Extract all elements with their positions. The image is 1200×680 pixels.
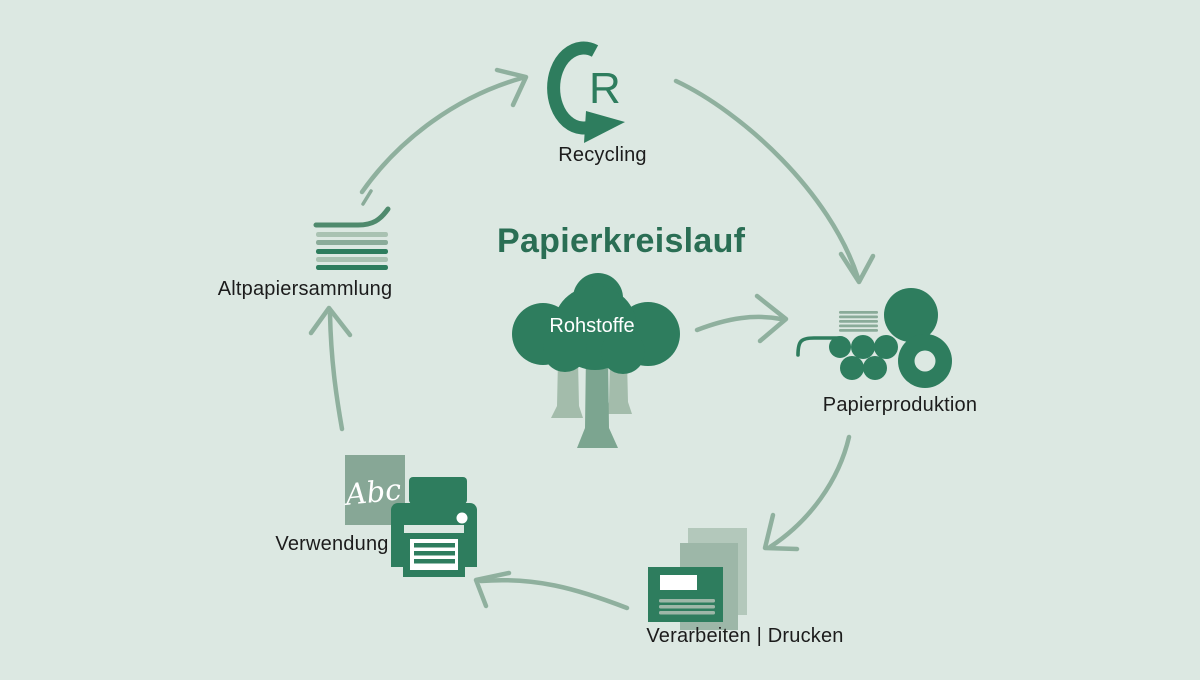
rohstoffe-tree-icon: Rohstoffe <box>512 273 680 448</box>
stage-label-altpapiersammlung: Altpapiersammlung <box>217 278 393 300</box>
recycling-arrowhead <box>584 111 625 143</box>
paper-stack-icon <box>313 189 391 270</box>
printer-paper-lines <box>414 543 455 564</box>
sheet-text-lines <box>659 599 715 615</box>
stacked-paper-lines <box>316 232 388 270</box>
stage-label-papierproduktion: Papierproduktion <box>822 394 978 416</box>
stage-label-verarbeiten: Verarbeiten | Drucken <box>646 625 844 647</box>
printer-button <box>456 512 468 524</box>
printer-slot <box>404 525 464 533</box>
tree-trunk-left <box>551 360 583 418</box>
abc-paper-text: Abc <box>341 472 403 512</box>
printed-sheets-icon <box>648 528 747 630</box>
arrow-recycling-to-papierproduktion <box>673 78 876 285</box>
printer-icon: Abc <box>341 455 477 577</box>
recycling-letter: R <box>589 64 621 113</box>
printer-body <box>391 477 477 577</box>
arrow-verwendung-to-altpapier <box>308 305 353 432</box>
tree-canopy <box>512 273 680 374</box>
stage-label-recycling: Recycling <box>558 144 647 166</box>
arrow-verarbeiten-to-verwendung <box>473 570 630 611</box>
cloud-label: Rohstoffe <box>549 315 634 337</box>
arrow-rohstoffe-to-papierproduktion <box>694 293 789 344</box>
paper-web-line <box>796 336 844 357</box>
machine-paper-stack <box>839 311 878 332</box>
recycling-arc <box>547 41 599 135</box>
arrow-altpapier-to-recycling <box>359 67 529 195</box>
curling-page-line <box>313 206 391 228</box>
machine-drum-hole <box>914 350 936 372</box>
recycling-arrow-icon: R <box>547 41 625 143</box>
sheet-image-placeholder <box>660 575 697 590</box>
diagram-title: Papierkreislauf <box>497 222 746 260</box>
stage-label-verwendung: Verwendung <box>275 533 389 555</box>
paper-machine-icon <box>796 288 952 388</box>
machine-rollers <box>829 288 938 380</box>
page-curl-tick <box>361 189 373 206</box>
tree-trunk-center <box>577 353 618 448</box>
arrow-papierproduktion-to-verarbeiten <box>762 434 852 552</box>
